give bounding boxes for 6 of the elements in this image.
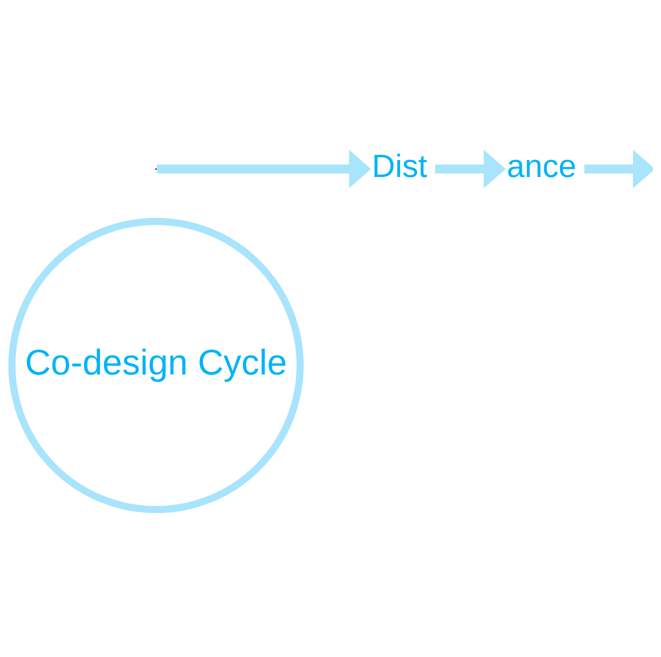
arrow (156, 150, 372, 188)
arrow (435, 150, 506, 188)
node-text: ance (506, 148, 576, 184)
node-circle: Co-design Cycle (8, 218, 304, 513)
arrow (584, 150, 653, 188)
node-text: Dist (372, 148, 428, 184)
